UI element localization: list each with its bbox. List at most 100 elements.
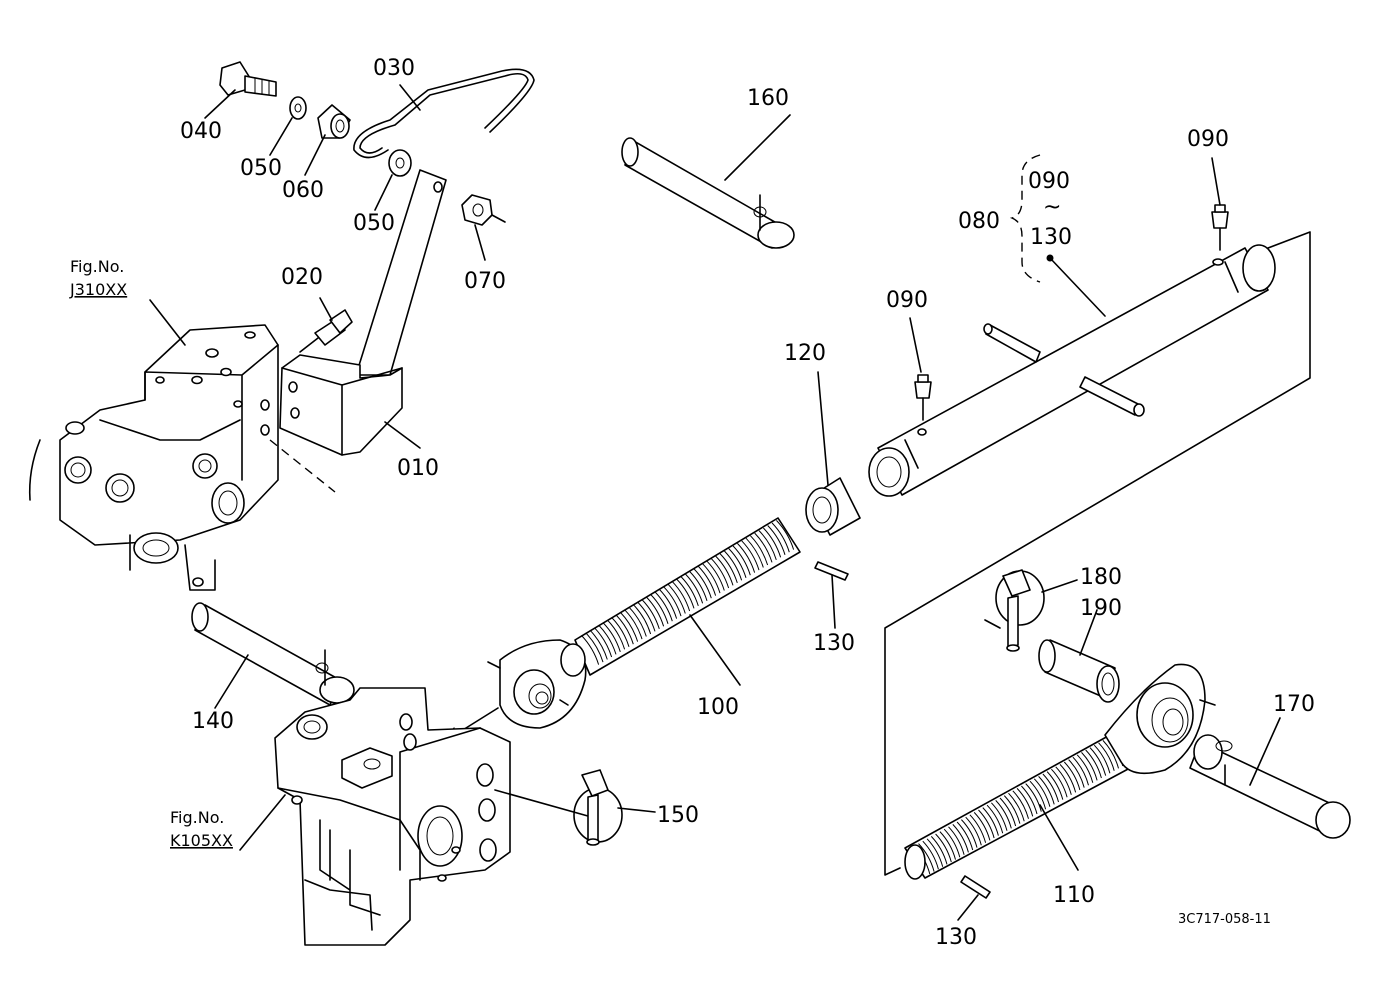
label-040: 040 bbox=[180, 119, 222, 144]
label-090-left: 090 bbox=[886, 288, 928, 313]
thread-ridge bbox=[1029, 780, 1047, 810]
thread-ridge bbox=[607, 619, 626, 650]
label-range-separator: ~ bbox=[1043, 195, 1061, 220]
thread-ridge bbox=[702, 563, 721, 594]
thread-ridge bbox=[1093, 744, 1111, 774]
locknut-120 bbox=[805, 477, 861, 536]
thread-ridge bbox=[745, 537, 764, 568]
pin-170 bbox=[1189, 734, 1351, 839]
thread-ridge bbox=[624, 609, 643, 640]
svg-text:Fig.No.: Fig.No. bbox=[170, 808, 224, 827]
thread-ridge bbox=[1098, 742, 1115, 771]
label-090-range-start: 090 bbox=[1028, 169, 1070, 194]
thread-ridge bbox=[598, 624, 617, 655]
thread-ridge bbox=[935, 833, 952, 863]
thread-ridge bbox=[1089, 747, 1107, 776]
thread-ridge bbox=[930, 836, 948, 865]
thread-ridge bbox=[999, 797, 1017, 827]
svg-text:Fig.No.: Fig.No. bbox=[70, 257, 124, 276]
set-bracket-080 bbox=[1009, 154, 1106, 317]
thread-ridge bbox=[1063, 761, 1081, 791]
leader-lines bbox=[204, 84, 1281, 921]
thread-ridge bbox=[973, 812, 991, 841]
thread-ridge bbox=[965, 816, 982, 846]
thread-ridge bbox=[732, 545, 751, 576]
thread-ridge bbox=[1033, 778, 1051, 807]
thread-ridge bbox=[969, 814, 987, 843]
label-050-upper: 050 bbox=[240, 156, 282, 181]
thread-ridge bbox=[918, 843, 935, 872]
threaded-rod-110 bbox=[904, 663, 1216, 880]
bushing-190 bbox=[1038, 639, 1120, 703]
figure-reference-bottom[interactable]: Fig.No. K105XX bbox=[170, 794, 286, 851]
thread-ridge bbox=[685, 573, 704, 604]
thread-ridge bbox=[982, 807, 999, 836]
thread-ridge bbox=[1055, 766, 1072, 795]
thread-ridge bbox=[724, 550, 743, 581]
thread-ridge bbox=[711, 558, 730, 589]
thread-ridge bbox=[715, 555, 734, 586]
thread-ridge bbox=[615, 614, 634, 645]
grease-nipple-090-right bbox=[1211, 204, 1229, 251]
thread-ridge bbox=[667, 583, 686, 614]
thread-ridge bbox=[698, 566, 717, 596]
thread-ridge bbox=[680, 576, 699, 607]
thread-ridge bbox=[654, 591, 673, 622]
figure-reference-top[interactable]: Fig.No. J310XX bbox=[69, 257, 186, 346]
thread-ridge bbox=[741, 540, 760, 571]
thread-ridge bbox=[737, 543, 756, 573]
exploded-frame bbox=[884, 231, 1311, 876]
thread-ridge bbox=[581, 635, 600, 665]
thread-ridge bbox=[1046, 771, 1064, 800]
label-170: 170 bbox=[1273, 692, 1315, 717]
thread-ridge bbox=[952, 824, 969, 853]
label-020: 020 bbox=[281, 265, 323, 290]
top-link-tube-080 bbox=[868, 244, 1276, 497]
thread-ridge bbox=[1059, 764, 1077, 793]
label-090-right: 090 bbox=[1187, 127, 1229, 152]
thread-ridge bbox=[611, 617, 630, 647]
thread-ridge bbox=[986, 804, 1004, 834]
svg-text:J310XX: J310XX bbox=[69, 280, 127, 299]
thread-ridge bbox=[926, 838, 944, 867]
thread-ridge bbox=[758, 530, 777, 561]
linch-pin-150 bbox=[573, 769, 623, 846]
thread-ridge bbox=[676, 578, 695, 609]
label-150: 150 bbox=[657, 803, 699, 828]
thread-ridge bbox=[771, 522, 790, 553]
washer-050-upper bbox=[289, 96, 307, 120]
label-190: 190 bbox=[1080, 596, 1122, 621]
thread-ridge bbox=[1008, 792, 1025, 822]
thread-ridge bbox=[728, 548, 747, 578]
label-130-range-end: 130 bbox=[1030, 225, 1072, 250]
thread-ridge bbox=[767, 525, 786, 555]
pin-140 bbox=[191, 602, 355, 706]
label-180: 180 bbox=[1080, 565, 1122, 590]
lower-block-k105 bbox=[274, 687, 596, 946]
label-110: 110 bbox=[1053, 883, 1095, 908]
label-100: 100 bbox=[697, 695, 739, 720]
washer-050-lower bbox=[388, 149, 412, 177]
thread-ridge bbox=[706, 560, 725, 591]
thread-ridge bbox=[1025, 783, 1042, 812]
thread-ridge bbox=[585, 632, 604, 663]
thread-ridge bbox=[1102, 740, 1119, 769]
thread-ridge bbox=[1081, 752, 1098, 781]
thread-ridge bbox=[663, 586, 682, 617]
thread-ridge bbox=[978, 809, 995, 839]
thread-ridge bbox=[948, 826, 965, 855]
label-050-lower: 050 bbox=[353, 211, 395, 236]
spring-pin-130-middle bbox=[814, 561, 849, 581]
label-060: 060 bbox=[282, 178, 324, 203]
thread-ridge bbox=[763, 527, 782, 558]
thread-ridge bbox=[620, 612, 639, 642]
thread-ridge bbox=[719, 553, 738, 584]
thread-ridge bbox=[1068, 759, 1085, 788]
thread-ridge bbox=[659, 589, 678, 619]
thread-ridge bbox=[1076, 754, 1094, 783]
thread-ridge bbox=[991, 802, 1008, 831]
thread-ridge bbox=[1016, 788, 1034, 817]
threaded-rod-100 bbox=[487, 517, 801, 729]
thread-ridge bbox=[1072, 756, 1089, 786]
thread-ridge bbox=[594, 627, 613, 658]
